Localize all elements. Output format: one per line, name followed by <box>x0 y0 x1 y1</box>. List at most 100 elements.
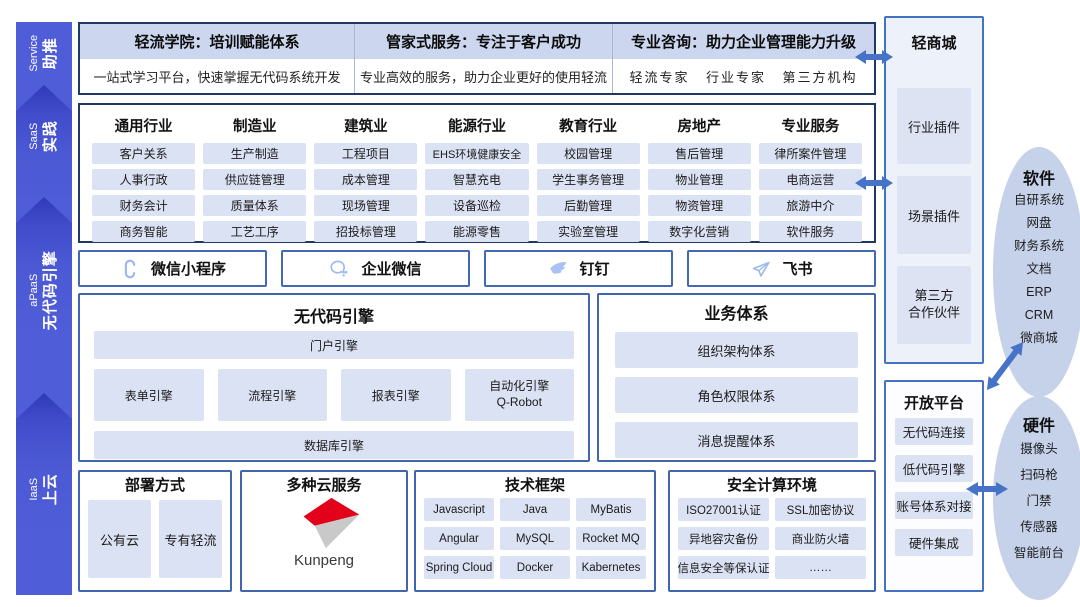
qing-mall-panel: 轻商城 行业插件 场景插件 第三方 合作伙伴 <box>884 16 984 364</box>
service-academy-title: 轻流学院：培训赋能体系 <box>80 24 354 59</box>
saas-item: 物业管理 <box>647 169 751 190</box>
deployment-box: 部署方式 公有云 专有轻流 <box>78 470 232 592</box>
hardware-item: 传感器 <box>1020 520 1058 534</box>
hardware-item: 门禁 <box>1026 494 1052 508</box>
service-col-academy: 轻流学院：培训赋能体系 一站式学习平台，快速掌握无代码系统开发 <box>80 24 354 93</box>
qing-mall-item: 第三方 合作伙伴 <box>897 266 971 344</box>
tech-item: Rocket MQ <box>576 527 646 550</box>
saas-col-title: 教育行业 <box>559 119 618 135</box>
saas-grid: 通用行业 客户关系 人事行政 财务会计 商务智能 制造业 生产制造 供应链管理 … <box>78 103 876 243</box>
saas-item: 软件服务 <box>758 221 862 242</box>
layer-saas-en: SaaS <box>27 122 40 150</box>
layer-apaas-zh: 无代码引擎 <box>41 249 59 331</box>
saas-col-professional: 专业服务 律所案件管理 电商运营 旅游中介 软件服务 <box>758 113 862 242</box>
platform-label: 企业微信 <box>361 261 422 278</box>
open-platform-item: 硬件集成 <box>895 529 973 556</box>
platform-dingtalk: 钉钉 <box>484 250 673 287</box>
hardware-item: 扫码枪 <box>1020 468 1058 482</box>
kunpeng-logo <box>303 497 360 549</box>
nocode-engine-title: 无代码引擎 <box>293 309 374 326</box>
saas-item: 智慧充电 <box>425 169 529 190</box>
business-system-item: 组织架构体系 <box>615 332 858 368</box>
platform-wecom: 企业微信 <box>281 250 470 287</box>
layer-saas-label: SaaS 实践 <box>28 120 61 162</box>
platform-row: 微信小程序 企业微信 钉钉 飞书 <box>78 250 876 287</box>
layer-iaas: IaaS 上云 <box>16 393 72 595</box>
software-item: CRM <box>1024 308 1054 322</box>
saas-col-realestate: 房地产 售后管理 物业管理 物资管理 数字化营销 <box>647 113 751 242</box>
saas-col-title: 专业服务 <box>781 119 840 135</box>
saas-item: 设备巡检 <box>425 195 529 216</box>
saas-col-title: 通用行业 <box>114 119 173 135</box>
layer-sidebar: Service 助推 SaaS 实践 aPaaS 无代码引擎 IaaS 上云 <box>16 22 72 595</box>
tech-item: Java <box>500 498 570 521</box>
layer-iaas-en: IaaS <box>27 477 40 501</box>
security-item: SSL加密协议 <box>775 498 866 521</box>
business-system-item: 消息提醒体系 <box>615 422 858 458</box>
service-consulting-title: 专业咨询：助力企业管理能力升级 <box>612 24 874 59</box>
dingtalk-icon <box>550 261 567 274</box>
business-system-box: 业务体系 组织架构体系 角色权限体系 消息提醒体系 <box>597 293 876 462</box>
saas-col-title: 房地产 <box>677 119 722 135</box>
platform-miniprogram: 微信小程序 <box>78 250 267 287</box>
tech-item: Spring Cloud <box>424 556 494 579</box>
software-item: 财务系统 <box>1013 239 1064 253</box>
layer-service-label: Service 助推 <box>28 35 61 72</box>
saas-item: 电商运营 <box>758 169 862 190</box>
saas-item: 工程项目 <box>314 143 418 164</box>
saas-item: 财务会计 <box>92 195 196 216</box>
service-row: 轻流学院：培训赋能体系 一站式学习平台，快速掌握无代码系统开发 管家式服务：专注… <box>78 22 876 95</box>
saas-item: 律所案件管理 <box>758 143 862 164</box>
service-col-butler: 管家式服务：专注于客户成功 专业高效的服务，助力企业更好的使用轻流 <box>353 24 612 93</box>
saas-col-education: 教育行业 校园管理 学生事务管理 后勤管理 实验室管理 <box>536 113 640 242</box>
engine-chip: 表单引擎 <box>94 369 204 421</box>
software-item: ERP <box>1026 285 1052 299</box>
software-item: 网盘 <box>1026 216 1052 230</box>
saas-item: 数字化营销 <box>647 221 751 242</box>
saas-item: 学生事务管理 <box>536 169 640 190</box>
saas-item: 能源零售 <box>425 221 529 242</box>
tech-stack-box: 技术框架 Javascript Java MyBatis Angular MyS… <box>414 470 656 592</box>
platform-label: 飞书 <box>782 261 813 278</box>
layer-service-zh: 助推 <box>41 37 59 70</box>
service-col-consulting: 专业咨询：助力企业管理能力升级 轻流专家 行业专家 第三方机构 <box>611 24 874 93</box>
consulting-tag: 行业专家 <box>705 69 766 85</box>
deployment-title: 部署方式 <box>124 476 185 494</box>
layer-apaas-label: aPaaS 无代码引擎 <box>28 250 61 340</box>
portal-engine-chip: 门户引擎 <box>94 331 574 359</box>
service-consulting-tags: 轻流专家 行业专家 第三方机构 <box>613 67 874 86</box>
qing-mall-title: 轻商城 <box>911 35 957 52</box>
tech-item: Kabernetes <box>576 556 646 579</box>
saas-item: 商务智能 <box>92 221 196 242</box>
platform-label: 钉钉 <box>579 261 610 278</box>
layer-iaas-label: IaaS 上云 <box>28 473 61 515</box>
saas-item: 工艺工序 <box>203 221 307 242</box>
layer-iaas-zh: 上云 <box>41 472 59 506</box>
platform-feishu: 飞书 <box>687 250 876 287</box>
wecom-icon <box>330 260 348 277</box>
saas-item: 人事行政 <box>92 169 196 190</box>
engine-chip-qrobot: 自动化引擎 Q-Robot <box>464 369 574 421</box>
security-item: …… <box>775 556 866 579</box>
open-platform-item: 账号体系对接 <box>895 492 973 519</box>
open-platform-item: 低代码引擎 <box>895 455 973 482</box>
tech-item: Docker <box>500 556 570 579</box>
layer-service-en: Service <box>27 35 40 72</box>
engine-chip: 报表引擎 <box>341 369 451 421</box>
layer-apaas: aPaaS 无代码引擎 <box>16 197 72 393</box>
deployment-item: 公有云 <box>88 500 151 578</box>
saas-item: 招投标管理 <box>314 221 418 242</box>
double-arrow-saas-mall <box>855 176 893 190</box>
layer-saas-zh: 实践 <box>41 119 59 153</box>
tech-grid: Javascript Java MyBatis Angular MySQL Ro… <box>416 496 654 581</box>
layer-saas: SaaS 实践 <box>16 85 72 197</box>
business-system-title: 业务体系 <box>704 306 769 323</box>
business-system-item: 角色权限体系 <box>615 377 858 413</box>
platform-label: 微信小程序 <box>150 261 226 278</box>
security-item: 商业防火墙 <box>775 527 866 550</box>
saas-item: 成本管理 <box>314 169 418 190</box>
tech-item: MySQL <box>500 527 570 550</box>
consulting-tag: 第三方机构 <box>782 69 858 85</box>
feishu-icon <box>753 261 771 277</box>
